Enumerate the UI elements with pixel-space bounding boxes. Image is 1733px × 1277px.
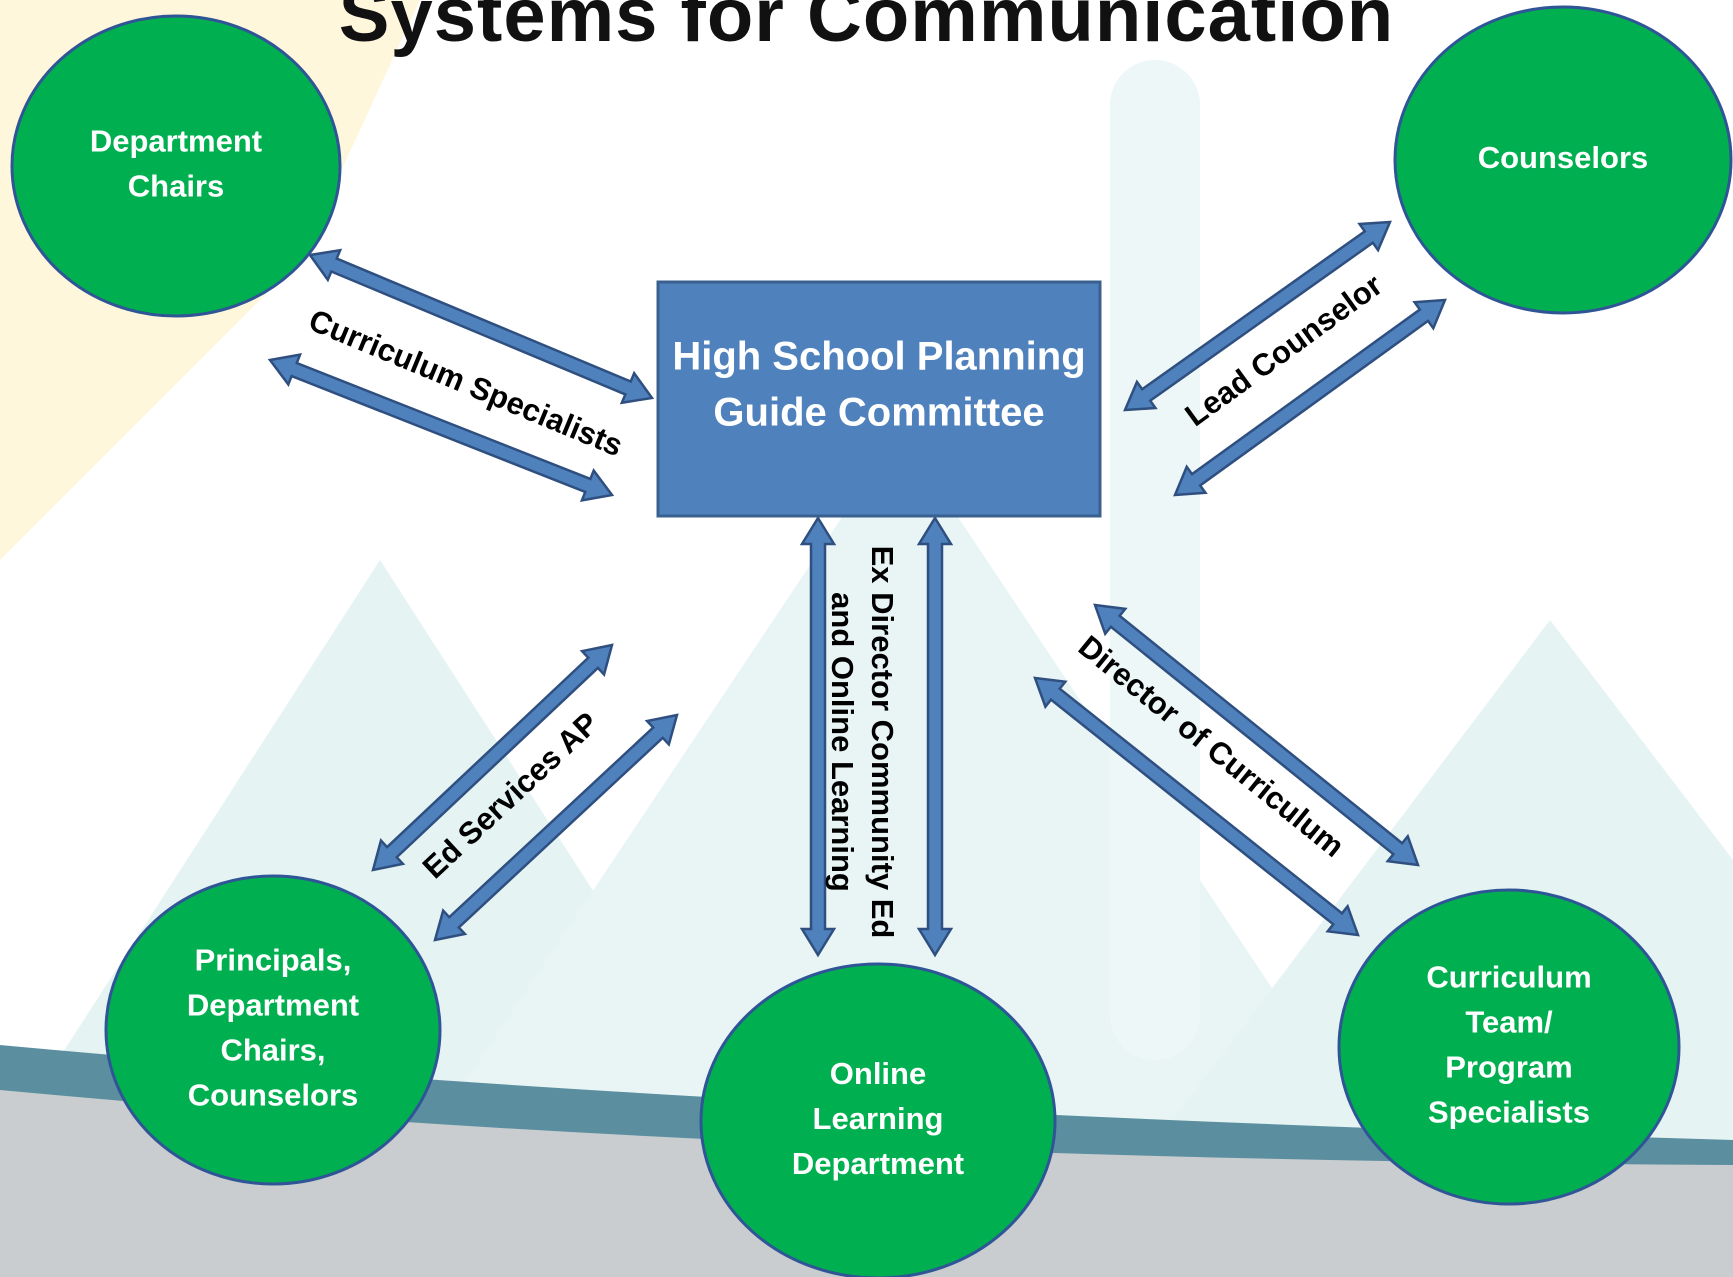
node-online-learning bbox=[699, 962, 1057, 1277]
arrow-principals-1 bbox=[371, 643, 614, 872]
node-curriculum-team-label-line-3: Program bbox=[1445, 1050, 1572, 1085]
node-curriculum-team-label-line-4: Specialists bbox=[1428, 1095, 1590, 1130]
node-curriculum-team-label-line-1: Curriculum bbox=[1426, 960, 1591, 995]
background-pillar bbox=[1110, 60, 1200, 1060]
node-principals-label-line-4: Counselors bbox=[188, 1078, 359, 1113]
node-department-chairs bbox=[10, 14, 342, 318]
arrow-department-chairs-1 bbox=[307, 248, 655, 405]
page-title: Systems for Communication bbox=[338, 0, 1395, 58]
arrow-curriculum-team-2 bbox=[1033, 676, 1360, 937]
arrow-curriculum-team-1 bbox=[1093, 603, 1420, 867]
node-principals-label-line-2: Department bbox=[187, 988, 359, 1023]
node-principals bbox=[104, 874, 442, 1186]
node-principals-label-line-3: Chairs, bbox=[220, 1033, 325, 1068]
node-department-chairs-label-line-1: Department bbox=[90, 124, 262, 159]
arrow-counselors-1 bbox=[1123, 220, 1392, 412]
arrow-counselors-2 bbox=[1173, 298, 1447, 497]
arrows-layer bbox=[267, 220, 1447, 958]
arrow-online-learning-1 bbox=[799, 515, 837, 958]
connection-ex-director-text-line-1: Ex Director Community Ed bbox=[865, 546, 900, 939]
connection-ex-director-text-line-2: and Online Learning bbox=[825, 592, 860, 892]
node-counselors-label-line-1: Counselors bbox=[1478, 140, 1649, 175]
arrow-department-chairs-2 bbox=[267, 353, 615, 502]
arrow-online-learning-2 bbox=[916, 515, 954, 958]
node-curriculum-team bbox=[1337, 888, 1681, 1206]
node-principals-label-line-1: Principals, bbox=[195, 943, 352, 978]
node-online-learning-label-line-3: Department bbox=[792, 1146, 964, 1181]
node-counselors bbox=[1393, 5, 1733, 315]
node-department-chairs-label-line-2: Chairs bbox=[128, 169, 224, 204]
node-curriculum-team-label-line-2: Team/ bbox=[1465, 1005, 1553, 1040]
center-committee-box bbox=[656, 280, 1102, 518]
center-committee-label-line-2: Guide Committee bbox=[713, 391, 1044, 435]
arrow-principals-2 bbox=[433, 713, 679, 942]
center-committee-label-line-1: High School Planning bbox=[672, 335, 1085, 379]
node-online-learning-label-line-2: Learning bbox=[813, 1101, 944, 1136]
node-online-learning-label-line-1: Online bbox=[830, 1056, 926, 1091]
